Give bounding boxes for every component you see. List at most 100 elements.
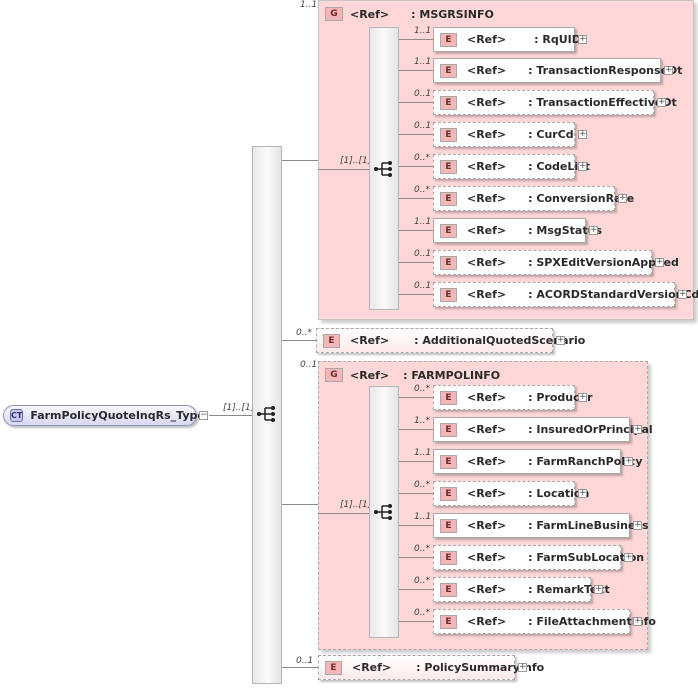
schema-element[interactable]: E <Ref> : SPXEditVersionApplied xyxy=(433,250,679,275)
expand-plus-icon[interactable]: + xyxy=(578,129,587,139)
element-name: : Producer xyxy=(528,391,593,404)
group-badge: G xyxy=(325,368,343,382)
farmpolinfo-multiplicity: 0..1 xyxy=(300,360,318,370)
schema-element[interactable]: E<Ref>: MsgStatus xyxy=(433,218,602,243)
connector-line xyxy=(399,134,433,135)
expand-plus-icon[interactable]: + xyxy=(578,161,587,171)
element-name: : CurCd xyxy=(528,128,574,141)
policysummary-multiplicity: 0..1 xyxy=(296,656,314,666)
element-multiplicity: 1..1 xyxy=(414,512,432,522)
element-name: : TransactionEffectiveDt xyxy=(528,96,677,109)
element-multiplicity: 0..* xyxy=(414,384,430,394)
element-ref: <Ref> xyxy=(467,487,507,500)
connector-line xyxy=(282,340,316,341)
root-sequence-bar xyxy=(252,146,282,684)
element-multiplicity: 0..* xyxy=(414,544,430,554)
expand-plus-icon[interactable]: + xyxy=(518,662,527,672)
expand-plus-icon[interactable]: + xyxy=(578,34,587,44)
element-ref: <Ref> xyxy=(467,160,507,173)
connector-line xyxy=(282,504,318,505)
element-ref: <Ref> xyxy=(467,519,507,532)
group-name: : MSGRSINFO xyxy=(411,7,494,21)
expand-plus-icon[interactable]: + xyxy=(657,97,666,107)
connector-line xyxy=(399,230,433,231)
element-multiplicity: 0..* xyxy=(414,608,430,618)
schema-element[interactable]: E<Ref>: Location xyxy=(433,481,589,506)
connector-line xyxy=(318,513,369,514)
connector-line xyxy=(209,415,252,416)
element-name: : FarmRanchPolicy xyxy=(528,455,643,468)
schema-element[interactable]: E<Ref>: InsuredOrPrincipal xyxy=(433,417,653,442)
expand-plus-icon[interactable]: + xyxy=(655,257,664,267)
expand-plus-icon[interactable]: + xyxy=(594,584,603,594)
additional-multiplicity: 0..* xyxy=(296,328,312,338)
group-ref: <Ref> xyxy=(350,7,390,21)
element-multiplicity: 0..* xyxy=(414,480,430,490)
expand-plus-icon[interactable]: + xyxy=(624,456,633,466)
element-ref: <Ref> xyxy=(467,583,507,596)
expand-plus-icon[interactable]: + xyxy=(578,392,587,402)
element-ref: <Ref> xyxy=(467,256,507,269)
element-badge: E xyxy=(440,582,457,597)
element-multiplicity: 0..1 xyxy=(414,249,432,259)
element-ref: <Ref> xyxy=(467,128,507,141)
element-multiplicity: 1..* xyxy=(414,416,430,426)
expand-plus-icon[interactable]: + xyxy=(556,335,565,345)
element-ref: <Ref> xyxy=(467,615,507,628)
complex-type-name: FarmPolicyQuoteInqRs_Type xyxy=(30,409,205,422)
element-badge: E xyxy=(440,422,457,437)
schema-element[interactable]: E<Ref>: RemarkText xyxy=(433,577,610,602)
schema-element[interactable]: E<Ref>: FarmRanchPolicy xyxy=(433,449,643,474)
schema-element[interactable]: E<Ref>: TransactionResponseDt xyxy=(433,58,682,83)
farmpolinfo-header: G <Ref> : FARMPOLINFO xyxy=(325,368,500,382)
expand-plus-icon[interactable]: + xyxy=(589,225,598,235)
expand-plus-icon[interactable]: + xyxy=(633,520,642,530)
element-ref: <Ref> xyxy=(467,96,507,109)
msgrsinfo-sequence-icon xyxy=(374,161,392,177)
element-badge: E xyxy=(440,390,457,405)
expand-plus-icon[interactable]: + xyxy=(664,65,673,75)
element-badge: E xyxy=(440,95,457,110)
expand-plus-icon[interactable]: + xyxy=(618,193,627,203)
element-name: : AdditionalQuotedScenario xyxy=(414,334,586,347)
expand-plus-icon[interactable]: + xyxy=(624,552,633,562)
element-badge: E xyxy=(440,287,457,302)
element-badge: E xyxy=(323,333,340,348)
schema-element[interactable]: E<Ref>: FarmLineBusiness xyxy=(433,513,649,538)
schema-element[interactable]: E<Ref>: ACORDStandardVersionCd xyxy=(433,282,698,307)
element-name: : SPXEditVersionApplied xyxy=(528,256,679,269)
connector-line xyxy=(282,160,318,161)
schema-element[interactable]: E <Ref> : CurCd xyxy=(433,122,575,147)
expand-plus-icon[interactable]: + xyxy=(578,488,587,498)
expand-plus-icon[interactable]: + xyxy=(633,424,642,434)
schema-element[interactable]: E<Ref>: FarmSubLocation xyxy=(433,545,644,570)
msgrsinfo-header: G <Ref> : MSGRSINFO xyxy=(325,7,494,21)
schema-element[interactable]: E <Ref> : TransactionEffectiveDt xyxy=(433,90,677,115)
root-sequence-multiplicity: [1]..[1] xyxy=(223,403,255,413)
connector-line xyxy=(399,166,433,167)
element-badge: E xyxy=(440,255,457,270)
collapse-minus-icon[interactable]: − xyxy=(199,410,208,420)
element-name: : CodeList xyxy=(528,160,590,173)
connector-line xyxy=(399,294,433,295)
schema-element[interactable]: E<Ref>: FileAttachmentInfo xyxy=(433,609,656,634)
schema-element[interactable]: E<Ref>: CodeList xyxy=(433,154,590,179)
element-name: : MsgStatus xyxy=(528,224,602,237)
schema-element[interactable]: E<Ref>: RqUID xyxy=(433,27,581,52)
connector-line xyxy=(399,397,433,398)
schema-element[interactable]: E<Ref>: Producer xyxy=(433,385,593,410)
element-badge: E xyxy=(440,223,457,238)
complex-type-node[interactable]: CT FarmPolicyQuoteInqRs_Type xyxy=(3,405,205,426)
policy-summary-info-element[interactable]: E <Ref> : PolicySummaryInfo xyxy=(318,655,544,680)
element-name: : TransactionResponseDt xyxy=(528,64,683,77)
element-multiplicity: 0..1 xyxy=(414,121,432,131)
expand-plus-icon[interactable]: + xyxy=(678,289,687,299)
element-badge: E xyxy=(440,127,457,142)
element-multiplicity: 0..* xyxy=(414,153,430,163)
schema-element[interactable]: E<Ref>: ConversionRate xyxy=(433,186,634,211)
expand-plus-icon[interactable]: + xyxy=(633,616,642,626)
additional-quoted-scenario-element[interactable]: E <Ref> : AdditionalQuotedScenario xyxy=(316,328,585,353)
element-badge: E xyxy=(325,660,342,675)
connector-line xyxy=(399,589,433,590)
group-name: : FARMPOLINFO xyxy=(403,368,501,382)
